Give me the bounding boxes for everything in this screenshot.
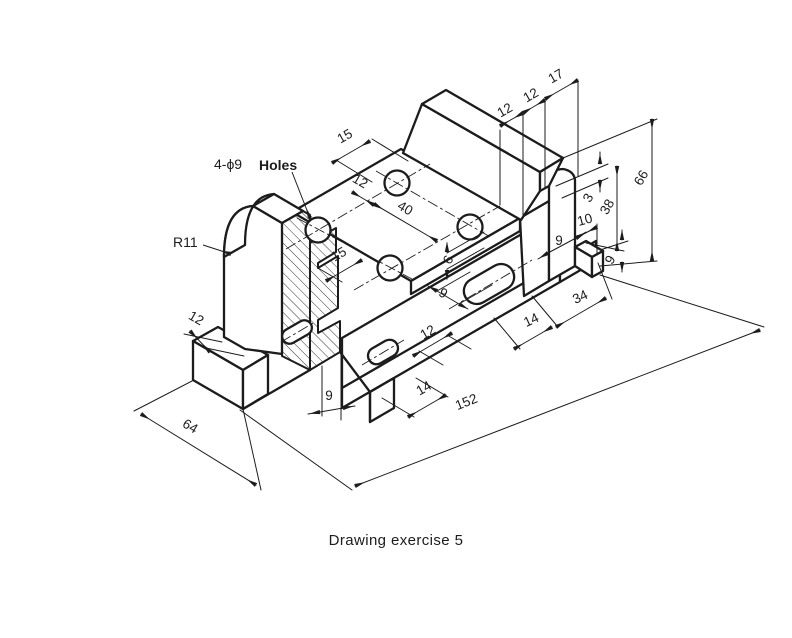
flange-step-right	[590, 249, 605, 279]
dim-end-width: 34	[570, 287, 590, 307]
dim-depth: 64	[180, 416, 201, 437]
dim-fin-12b: 12	[494, 100, 515, 121]
dim-bottom-left: 14	[413, 378, 434, 399]
dim-plate-left: 15	[328, 244, 349, 265]
dim-bracket-width: 12	[186, 308, 207, 329]
dim-lip: 3	[580, 191, 597, 205]
dim-fin-top: 17	[545, 66, 566, 87]
dim-fin-12a: 12	[520, 85, 541, 106]
dim-top-offset: 15	[334, 126, 355, 147]
radius-note: R11	[173, 234, 198, 250]
dimensions: 15 12 40 15 6 9 12 14	[133, 66, 765, 491]
dim-flange-thickness: 9	[555, 233, 563, 248]
flange-web-face	[547, 167, 577, 283]
dim-height-38: 38	[597, 196, 618, 217]
holes-note-word: Holes	[259, 157, 297, 173]
dim-overall-height: 66	[631, 167, 652, 188]
dim-step: 10	[576, 210, 594, 228]
hole-back-left	[304, 216, 332, 244]
holes-note-count: 4-ϕ9	[214, 156, 242, 172]
dim-plate-back: 12	[350, 171, 371, 192]
fin-end-slope	[538, 156, 565, 193]
annotations: 4-ϕ9 Holes R11	[173, 156, 313, 257]
hole-front-left	[376, 254, 404, 282]
dim-bottom-right: 14	[521, 310, 541, 330]
dim-holes-pitch: 40	[395, 198, 416, 219]
dim-overall-length: 152	[453, 391, 480, 413]
drawing-caption: Drawing exercise 5	[329, 532, 464, 549]
part-body	[191, 88, 605, 424]
dim-rib-width: 9	[325, 388, 333, 403]
